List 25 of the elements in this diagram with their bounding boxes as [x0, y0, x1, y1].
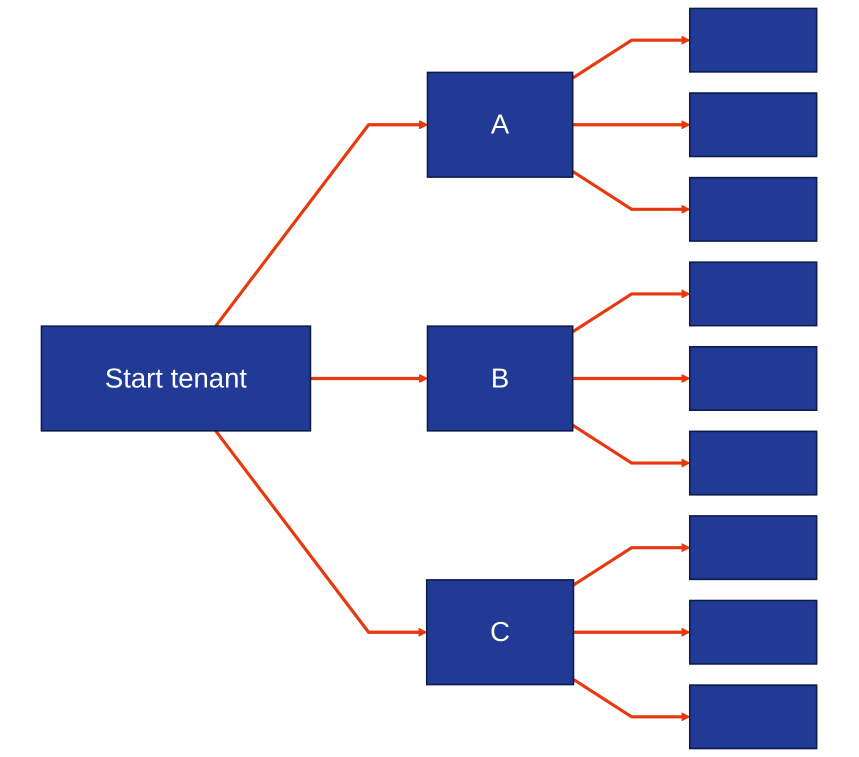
- node-box: [689, 346, 818, 411]
- arrow: [573, 120, 691, 130]
- arrow: [572, 424, 691, 468]
- arrow: [572, 170, 691, 214]
- node-box: Start tenant: [41, 325, 312, 432]
- node-box: [689, 8, 818, 73]
- arrow: [572, 289, 691, 334]
- node-box: A: [427, 72, 574, 178]
- node-box: [689, 515, 818, 580]
- arrow: [572, 36, 691, 80]
- node-box: [689, 92, 818, 158]
- node-box: [689, 430, 818, 496]
- node-box: [689, 176, 818, 242]
- node-box: [689, 600, 818, 665]
- arrow: [310, 374, 428, 384]
- arrow: [214, 120, 428, 328]
- node-box: [689, 261, 818, 326]
- arrow: [574, 628, 691, 637]
- arrow: [573, 374, 691, 384]
- node-box: B: [427, 325, 574, 432]
- arrow: [573, 678, 691, 722]
- arrow: [573, 543, 691, 586]
- node-box: C: [426, 579, 575, 686]
- arrow: [214, 430, 428, 637]
- node-box: [689, 684, 818, 750]
